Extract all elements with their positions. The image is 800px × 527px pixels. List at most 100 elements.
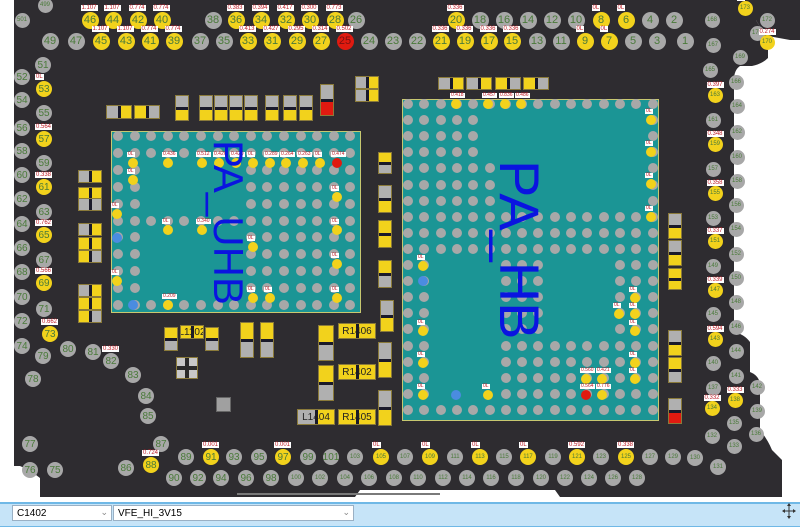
ball-pin[interactable] <box>435 131 446 142</box>
ball-pin[interactable] <box>647 227 658 238</box>
test-point-5[interactable]: 5 <box>624 32 642 50</box>
test-point-146[interactable]: 146 <box>728 319 744 335</box>
ball-pin[interactable] <box>500 276 511 287</box>
test-point-35[interactable]: 35 <box>215 32 233 50</box>
ball-pin[interactable] <box>403 179 413 190</box>
ball-pin[interactable] <box>328 266 339 277</box>
test-point-133[interactable]: 133 <box>726 438 742 454</box>
ball-pin[interactable] <box>179 131 190 141</box>
ball-pin[interactable] <box>451 243 462 254</box>
ball-pin[interactable] <box>533 292 544 303</box>
ball-pin[interactable] <box>262 198 273 209</box>
ball-pin-measured[interactable] <box>630 309 640 319</box>
ball-pin[interactable] <box>419 404 430 415</box>
ball-pin[interactable] <box>295 131 306 141</box>
ball-pin[interactable] <box>328 164 339 175</box>
component-left-6[interactable] <box>78 284 102 297</box>
test-point-138[interactable]: 138 <box>727 392 743 408</box>
ball-pin-measured[interactable] <box>581 374 591 384</box>
ball-pin[interactable] <box>549 211 560 222</box>
ball-pin[interactable] <box>614 243 625 254</box>
test-point-38[interactable]: 38 <box>204 11 222 29</box>
ball-pin[interactable] <box>129 283 140 294</box>
test-point-166[interactable]: 166 <box>728 74 744 90</box>
test-point-49[interactable]: 49 <box>41 32 59 50</box>
ball-pin[interactable] <box>435 211 446 222</box>
ball-pin[interactable] <box>262 131 273 141</box>
ball-pin[interactable] <box>451 211 462 222</box>
ball-pin[interactable] <box>245 164 256 175</box>
test-point-25[interactable]: 25 <box>336 32 354 50</box>
ball-pin[interactable] <box>262 164 273 175</box>
ball-pin[interactable] <box>451 227 462 238</box>
ball-pin[interactable] <box>328 198 339 209</box>
ball-pin[interactable] <box>245 266 256 277</box>
test-point-44[interactable]: 44 <box>104 11 122 29</box>
test-point-68[interactable]: 68 <box>14 264 30 280</box>
ball-pin[interactable] <box>517 308 528 319</box>
test-point-74[interactable]: 74 <box>14 338 30 354</box>
ball-pin[interactable] <box>146 131 157 141</box>
ball-pin[interactable] <box>403 372 413 383</box>
ball-pin[interactable] <box>468 195 479 206</box>
ball-pin[interactable] <box>403 260 413 270</box>
component-c1411[interactable] <box>205 327 219 351</box>
test-point-132[interactable]: 132 <box>704 428 720 444</box>
ball-pin[interactable] <box>566 340 576 351</box>
ball-pin[interactable] <box>517 404 528 415</box>
ball-pin-measured[interactable] <box>630 293 640 303</box>
test-point-164[interactable]: 164 <box>729 98 745 114</box>
test-point-168[interactable]: 168 <box>704 12 720 28</box>
test-point-141[interactable]: 141 <box>728 368 744 384</box>
ball-pin[interactable] <box>598 340 609 351</box>
ball-pin[interactable] <box>549 340 560 351</box>
ball-pin[interactable] <box>517 292 528 303</box>
test-point-131[interactable]: 131 <box>710 459 726 475</box>
test-point-28[interactable]: 28 <box>326 11 344 29</box>
ball-pin[interactable] <box>582 227 593 238</box>
test-point-81[interactable]: 81 <box>85 344 101 360</box>
test-point-54[interactable]: 54 <box>14 92 30 108</box>
test-point-67[interactable]: 67 <box>36 252 52 268</box>
ball-pin[interactable] <box>614 292 625 303</box>
ball-pin[interactable] <box>403 340 413 351</box>
ball-pin[interactable] <box>468 115 479 126</box>
ball-pin[interactable] <box>295 283 306 294</box>
ball-pin[interactable] <box>279 249 289 260</box>
ball-pin[interactable] <box>500 243 511 254</box>
component-c1410[interactable] <box>164 327 178 351</box>
ball-pin[interactable] <box>631 211 642 222</box>
ball-pin[interactable] <box>262 266 273 277</box>
test-point-59[interactable]: 59 <box>36 155 52 171</box>
test-point-14[interactable]: 14 <box>519 11 537 29</box>
ball-pin[interactable] <box>129 249 140 260</box>
ball-pin-measured[interactable] <box>630 374 640 384</box>
component-c1508[interactable] <box>265 95 279 121</box>
test-point-147[interactable]: 147 <box>707 282 723 298</box>
ball-pin[interactable] <box>113 131 123 141</box>
ball-pin[interactable] <box>533 260 544 270</box>
ball-pin-measured[interactable] <box>281 158 291 168</box>
test-point-94[interactable]: 94 <box>213 470 229 486</box>
ball-pin[interactable] <box>262 249 273 260</box>
ball-pin[interactable] <box>345 147 356 158</box>
test-point-60[interactable]: 60 <box>14 167 30 183</box>
test-point-101[interactable]: 101 <box>323 449 339 465</box>
ball-pin[interactable] <box>403 276 413 287</box>
ball-pin-measured[interactable] <box>597 374 607 384</box>
ball-pin[interactable] <box>345 249 356 260</box>
test-point-155[interactable]: 155 <box>707 185 723 201</box>
ball-pin[interactable] <box>468 147 479 158</box>
ball-pin[interactable] <box>533 372 544 383</box>
component-left-5[interactable] <box>78 250 102 263</box>
ball-pin[interactable] <box>403 324 413 335</box>
ball-pin[interactable] <box>279 198 289 209</box>
test-point-46[interactable]: 46 <box>81 11 99 29</box>
ball-pin[interactable] <box>328 131 339 141</box>
ball-pin[interactable] <box>295 266 306 277</box>
ball-pin-measured[interactable] <box>581 390 591 400</box>
test-point-97[interactable]: 97 <box>275 449 291 465</box>
test-point-112[interactable]: 112 <box>435 470 451 486</box>
test-point-18[interactable]: 18 <box>471 11 489 29</box>
test-point-124[interactable]: 124 <box>581 470 597 486</box>
